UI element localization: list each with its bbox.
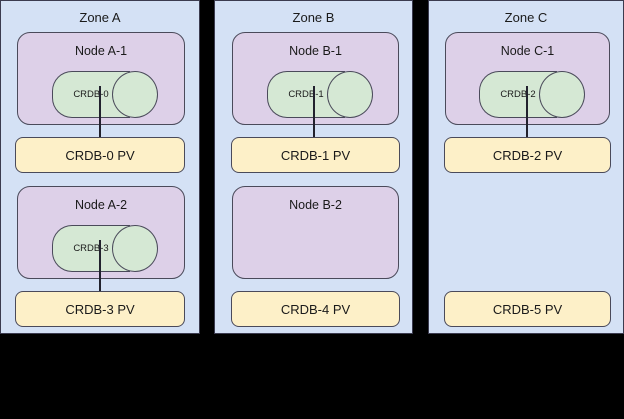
cylinder-cap-icon [112, 71, 158, 118]
pod-label-crdb-2: CRDB-2 [500, 89, 536, 100]
connector-line-crdb-0 [99, 86, 101, 137]
pod-label-crdb-0: CRDB-0 [73, 89, 109, 100]
node-label-b-1: Node B-1 [289, 44, 342, 58]
cylinder-cap-icon [112, 225, 158, 272]
connector-line-crdb-1 [313, 86, 315, 137]
node-label-c-1: Node C-1 [500, 44, 555, 58]
database-cylinder-crdb-2[interactable]: CRDB-2 [479, 71, 585, 118]
pv-box-crdb-0[interactable]: CRDB-0 PV [15, 137, 185, 173]
node-box-a-2[interactable]: Node A-2 CRDB-3 [17, 186, 185, 279]
pv-box-crdb-5[interactable]: CRDB-5 PV [444, 291, 611, 327]
node-label-a-1: Node A-1 [74, 44, 128, 58]
pv-box-crdb-1[interactable]: CRDB-1 PV [231, 137, 400, 173]
pod-label-crdb-3: CRDB-3 [73, 243, 109, 254]
node-box-b-2[interactable]: Node B-2 [232, 186, 399, 279]
database-cylinder-crdb-0[interactable]: CRDB-0 [52, 71, 158, 118]
pod-label-crdb-1: CRDB-1 [288, 89, 324, 100]
database-cylinder-crdb-1[interactable]: CRDB-1 [267, 71, 373, 118]
zone-title-b: Zone B [292, 10, 335, 25]
zone-container-a: Zone A Node A-1 CRDB-0 CRDB-0 PV Node A-… [0, 0, 200, 334]
node-label-b-2: Node B-2 [289, 198, 342, 212]
node-box-a-1[interactable]: Node A-1 CRDB-0 [17, 32, 185, 125]
zone-title-a: Zone A [79, 10, 121, 25]
node-label-a-2: Node A-2 [74, 198, 128, 212]
pv-box-crdb-2[interactable]: CRDB-2 PV [444, 137, 611, 173]
zone-title-c: Zone C [504, 10, 548, 25]
database-cylinder-crdb-3[interactable]: CRDB-3 [52, 225, 158, 272]
pv-box-crdb-3[interactable]: CRDB-3 PV [15, 291, 185, 327]
cylinder-cap-icon [327, 71, 373, 118]
connector-line-crdb-3 [99, 240, 101, 291]
cylinder-cap-icon [539, 71, 585, 118]
pv-box-crdb-4[interactable]: CRDB-4 PV [231, 291, 400, 327]
node-box-b-1[interactable]: Node B-1 CRDB-1 [232, 32, 399, 125]
connector-line-crdb-2 [526, 86, 528, 137]
zone-container-c: Zone C Node C-1 CRDB-2 CRDB-2 PV CRDB-5 … [428, 0, 624, 334]
zone-container-b: Zone B Node B-1 CRDB-1 CRDB-1 PV Node B-… [214, 0, 413, 334]
